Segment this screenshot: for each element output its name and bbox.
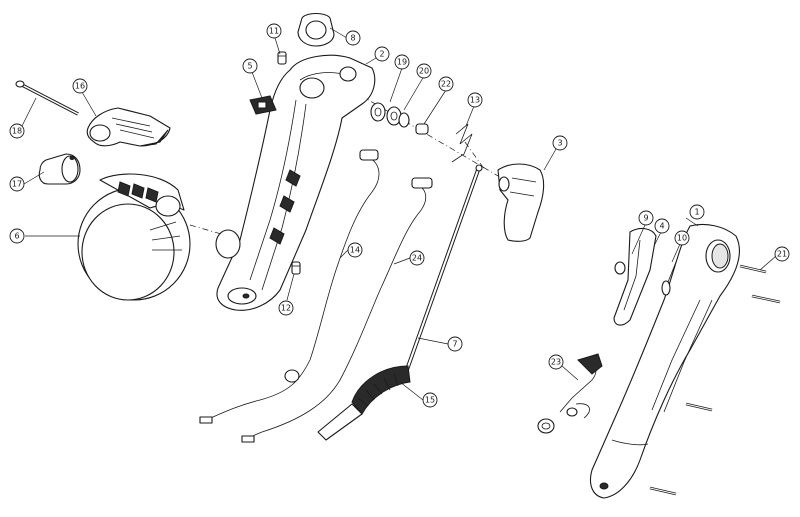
callout-11-label: 11 <box>269 27 279 36</box>
callout-14: 14 <box>347 242 363 258</box>
callout-5-label: 5 <box>247 62 252 71</box>
part-screw-long-a <box>739 264 767 274</box>
callout-10: 10 <box>674 230 690 246</box>
callout-21-label: 21 <box>777 250 787 259</box>
callout-4: 4 <box>654 218 670 234</box>
part-screw-long-c <box>685 402 713 412</box>
callout-2-label: 2 <box>379 50 384 59</box>
callout-12-label: 12 <box>281 304 291 313</box>
callout-20-label: 20 <box>419 67 429 76</box>
part-screw-long-d <box>649 486 677 496</box>
callout-8-label: 8 <box>350 34 355 43</box>
callout-22-label: 22 <box>441 80 451 89</box>
part-washer-c <box>398 112 410 128</box>
part-screw-small-b <box>291 261 301 275</box>
part-handle-body <box>589 223 740 499</box>
callout-16-label: 16 <box>75 82 85 91</box>
assembly-axis-spring <box>464 141 486 171</box>
callout-19: 19 <box>394 54 410 70</box>
callout-18: 18 <box>9 123 25 139</box>
callout-13-label: 13 <box>470 96 480 105</box>
leader-lines <box>21 27 777 401</box>
part-cover <box>86 107 171 147</box>
callout-3-label: 3 <box>557 139 562 148</box>
callout-21: 21 <box>774 246 790 262</box>
part-washer-a <box>370 102 386 122</box>
callout-22: 22 <box>438 76 454 92</box>
part-cable-long <box>241 177 433 443</box>
part-pin <box>15 80 79 116</box>
part-lever <box>613 227 657 326</box>
callout-4-label: 4 <box>659 222 664 231</box>
part-cable <box>199 149 380 424</box>
callout-17: 17 <box>9 176 25 192</box>
part-handle-frame <box>215 54 376 311</box>
callout-7: 7 <box>447 336 463 352</box>
callout-12: 12 <box>278 300 294 316</box>
part-screw-long-b <box>751 294 781 304</box>
callout-13: 13 <box>467 92 483 108</box>
part-clip <box>297 12 335 47</box>
callout-19-label: 19 <box>397 58 407 67</box>
part-ring-small <box>614 261 626 275</box>
part-wire-harness <box>537 353 603 434</box>
callout-6-label: 6 <box>14 232 19 241</box>
part-trigger <box>497 163 545 242</box>
part-nozzle-ring <box>77 173 191 301</box>
callout-8: 8 <box>345 30 361 46</box>
callout-9-label: 9 <box>643 214 648 223</box>
callout-24-label: 24 <box>412 254 422 263</box>
callout-6: 6 <box>9 228 25 244</box>
callout-5: 5 <box>242 58 258 74</box>
callout-10-label: 10 <box>677 234 687 243</box>
callout-7-label: 7 <box>452 340 457 349</box>
callout-11: 11 <box>266 23 282 39</box>
callout-24: 24 <box>409 250 425 266</box>
callout-17-label: 17 <box>12 180 22 189</box>
part-bushing <box>415 123 429 135</box>
part-switch <box>249 95 277 115</box>
part-spring <box>451 123 473 163</box>
callout-14-label: 14 <box>350 246 360 255</box>
callout-2: 2 <box>374 46 390 62</box>
part-screw-small-a <box>277 51 287 65</box>
callout-1: 1 <box>689 204 705 220</box>
callout-15: 15 <box>422 392 438 408</box>
callout-3: 3 <box>552 135 568 151</box>
callout-1-label: 1 <box>694 208 699 217</box>
part-cap <box>38 153 81 185</box>
callout-23-label: 23 <box>551 358 561 367</box>
part-loop <box>661 261 677 296</box>
callout-15-label: 15 <box>425 396 435 405</box>
callout-16: 16 <box>72 78 88 94</box>
part-rod <box>402 164 483 379</box>
callout-23: 23 <box>548 354 564 370</box>
callout-18-label: 18 <box>12 127 22 136</box>
callout-9: 9 <box>638 210 654 226</box>
part-corrugated-sleeve <box>317 365 411 441</box>
callout-20: 20 <box>416 63 432 79</box>
